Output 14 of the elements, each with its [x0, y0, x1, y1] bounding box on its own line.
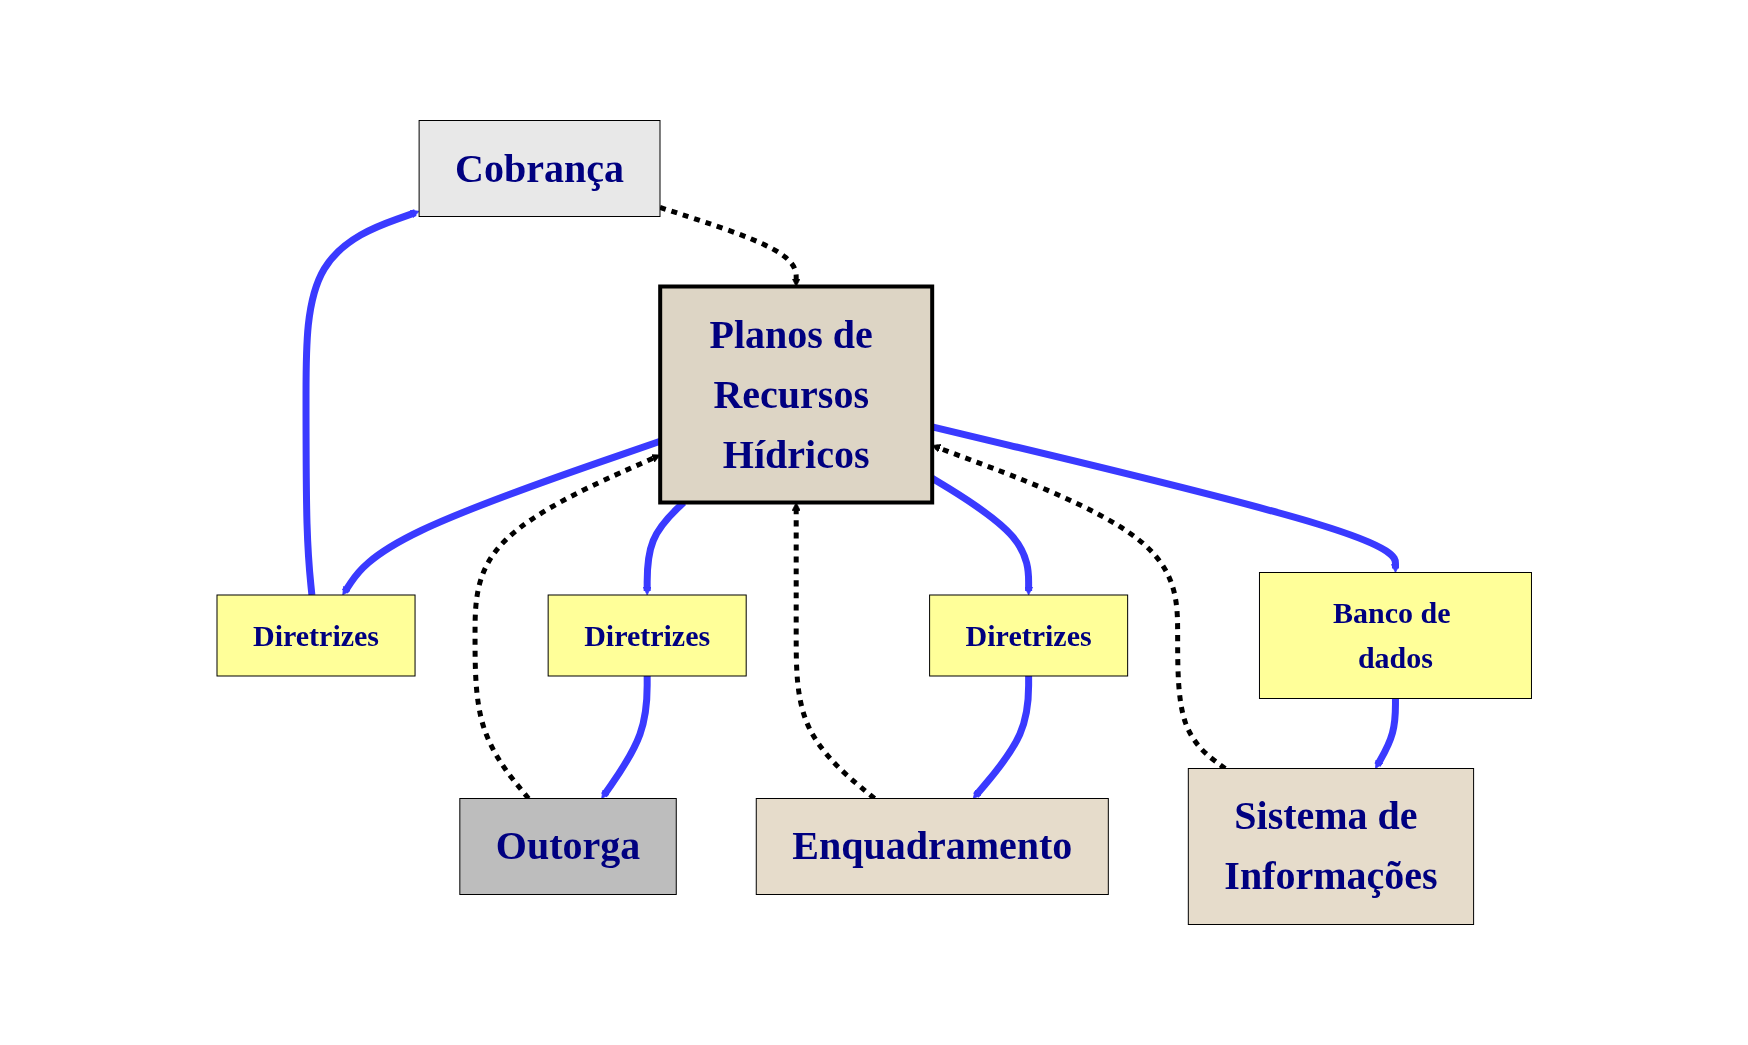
node-box: Diretrizes	[928, 594, 1128, 677]
node-box: Diretrizes	[547, 594, 747, 677]
arrow	[972, 676, 1032, 799]
arrow	[600, 676, 651, 799]
node-box: Banco de dados	[1258, 572, 1532, 699]
node-box: Cobrança	[418, 120, 661, 217]
node-box: Planos de Recursos Hídricos	[657, 284, 934, 505]
node-box: Outorga	[459, 798, 677, 895]
node-box: Enquadramento	[755, 798, 1109, 895]
arrow	[659, 205, 801, 287]
arrow	[1374, 698, 1399, 769]
node-box: Diretrizes	[216, 594, 416, 677]
node-box: Sistema de Informações	[1187, 768, 1474, 925]
arrow	[302, 209, 420, 596]
